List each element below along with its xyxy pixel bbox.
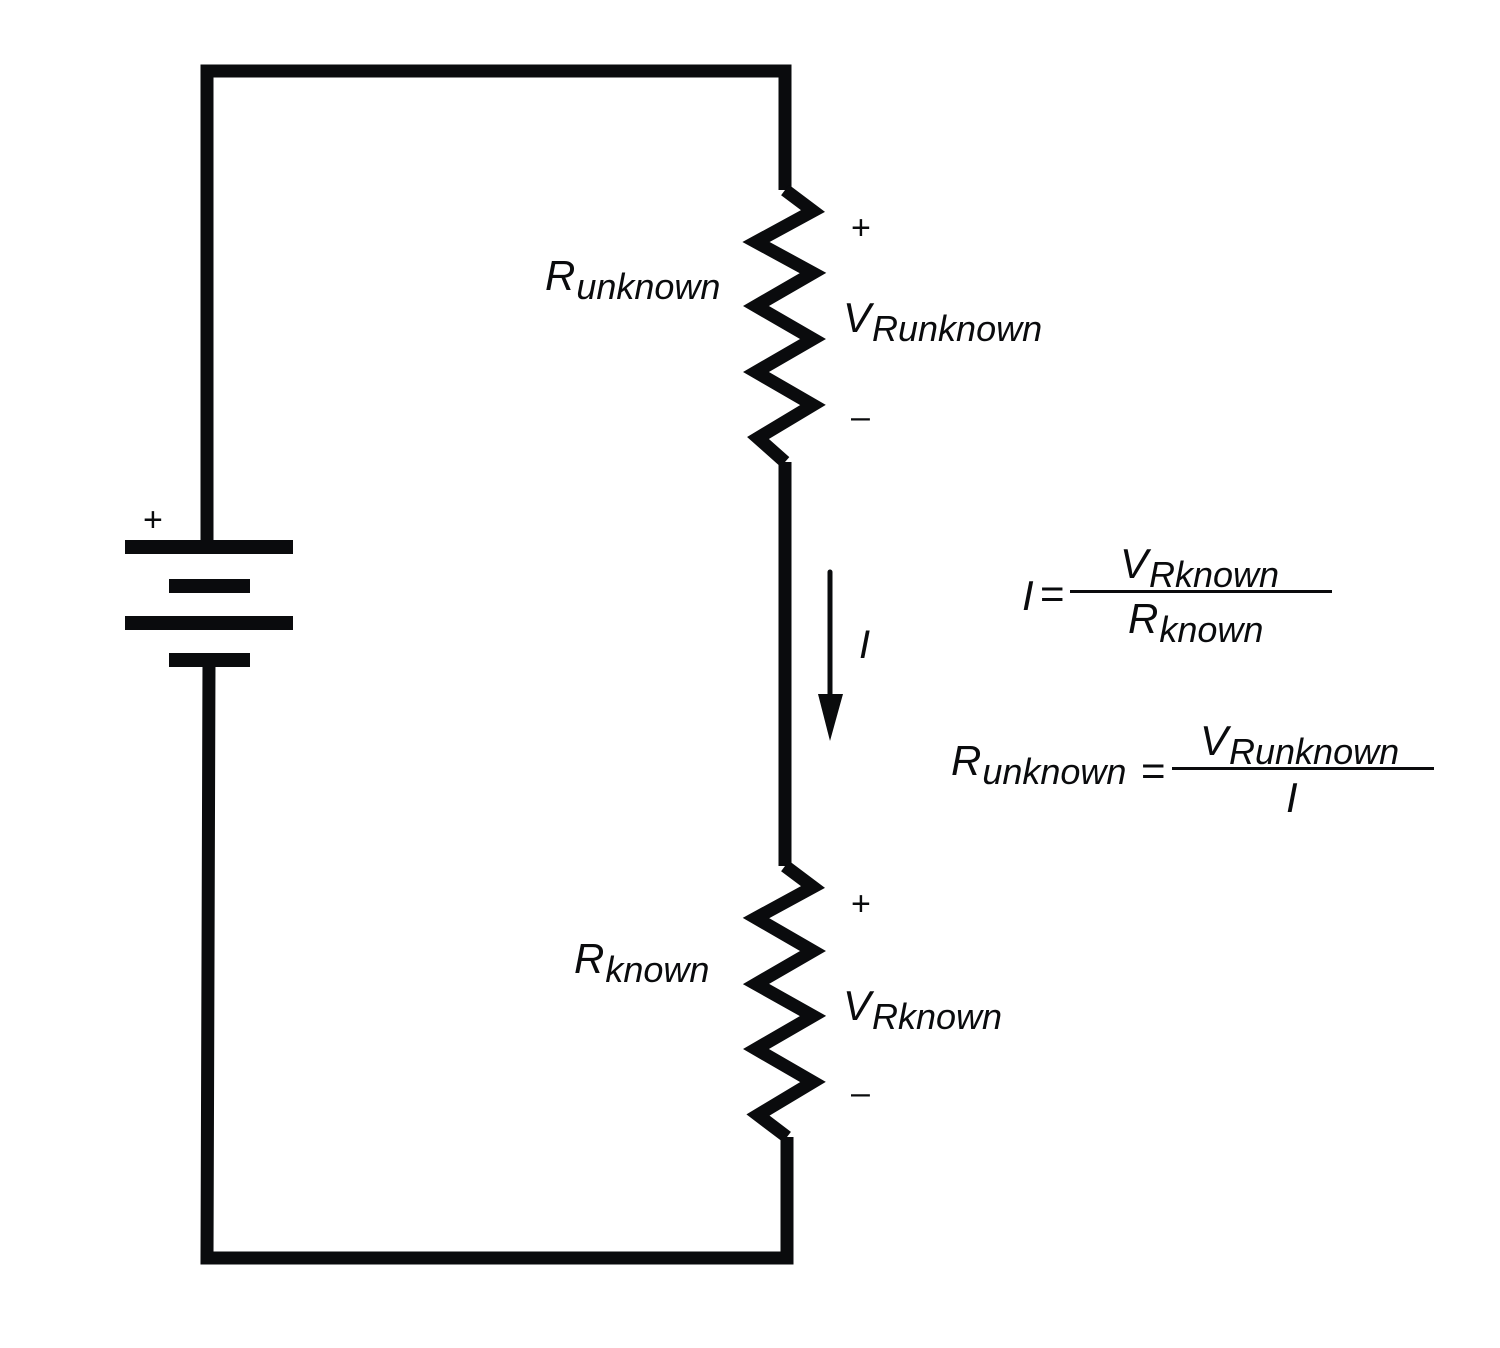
equation-current-equals: = [1040, 570, 1065, 617]
equation-resistance-denominator: I [1286, 777, 1298, 819]
resistor-known-plus: + [851, 885, 871, 923]
equation-resistance-fraction-bar [1172, 767, 1434, 770]
current-arrow-icon [818, 569, 843, 741]
current-label: I [859, 623, 871, 667]
voltage-known-label-main: V [843, 982, 872, 1029]
equation-current-numerator-main: V [1120, 540, 1149, 587]
equation-resistance-numerator-sub: Runknown [1229, 731, 1400, 772]
battery-positive-sign: + [143, 501, 163, 539]
voltage-known-label: VRknown [843, 982, 1002, 1035]
equation-resistance-lhs: Runknown [951, 737, 1126, 790]
resistor-unknown-zigzag [742, 184, 827, 467]
resistor-unknown-label-main: R [545, 252, 576, 299]
resistor-unknown-label-sub: unknown [576, 266, 721, 307]
battery-icon [125, 540, 293, 667]
resistor-unknown-minus: – [851, 398, 870, 436]
resistor-known-zigzag [742, 860, 827, 1143]
wire-top [200, 64, 792, 540]
resistor-unknown-label: Runknown [545, 252, 720, 305]
resistor-unknown-plus: + [851, 209, 871, 247]
equation-current-numerator: VRknown [1120, 540, 1279, 593]
resistor-known-minus: – [851, 1074, 870, 1112]
resistor-known-label: Rknown [574, 935, 709, 988]
equation-resistance-numerator: VRunknown [1200, 717, 1399, 770]
equation-current-lhs-main: I [1022, 572, 1034, 619]
equation-current-lhs: I [1022, 575, 1034, 617]
voltage-unknown-label-sub: Runknown [872, 308, 1043, 349]
equation-resistance-equals: = [1141, 747, 1166, 794]
equation-resistance-denominator-main: I [1286, 774, 1298, 821]
voltage-unknown-label-main: V [843, 294, 872, 341]
resistor-known-label-main: R [574, 935, 605, 982]
voltage-unknown-label: VRunknown [843, 294, 1042, 347]
equation-current-denominator-sub: known [1159, 609, 1264, 650]
equation-resistance-lhs-sub: unknown [982, 751, 1127, 792]
equation-current-numerator-sub: Rknown [1149, 554, 1280, 595]
equation-current-fraction-bar [1070, 590, 1332, 593]
wire-bottom [200, 659, 794, 1265]
voltage-known-label-sub: Rknown [872, 996, 1003, 1037]
equation-current-denominator-main: R [1128, 595, 1159, 642]
equation-resistance-numerator-main: V [1200, 717, 1229, 764]
resistor-known-label-sub: known [605, 949, 710, 990]
equation-current-denominator: Rknown [1128, 595, 1263, 648]
equation-resistance-lhs-main: R [951, 737, 982, 784]
